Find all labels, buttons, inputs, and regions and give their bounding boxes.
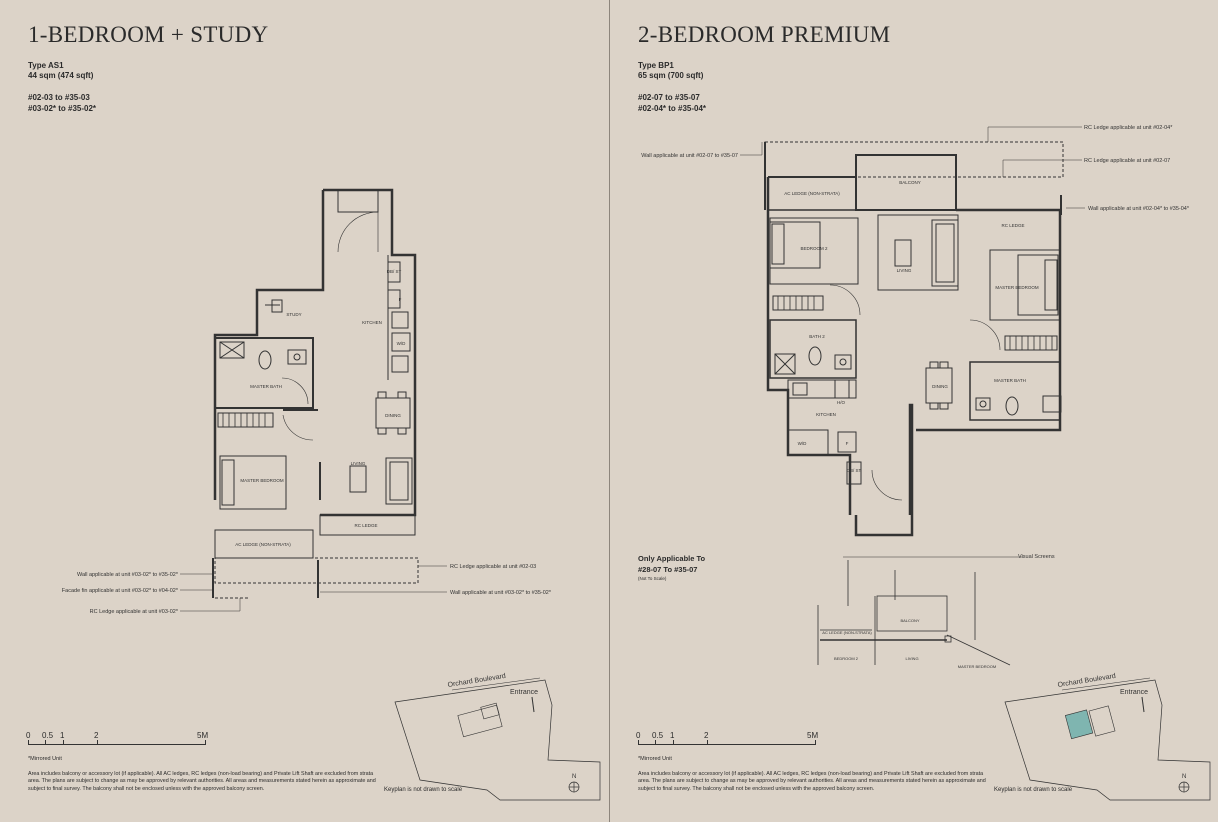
- unit-range: #02-07 to #35-07: [638, 93, 700, 102]
- floor-plan: STUDY KITCHEN DB/ ST F W/D MASTER BATH D…: [62, 188, 601, 801]
- room-label: W/D: [798, 441, 807, 446]
- type-name: Type AS1: [28, 61, 64, 70]
- unit-range: #02-04* to #35-04*: [638, 104, 707, 113]
- room-label: F: [846, 441, 849, 446]
- scale-line: [638, 744, 816, 745]
- room-label: AC LEDGE (NON-STRATA): [784, 191, 840, 196]
- room-label: MASTER BEDROOM: [240, 478, 284, 483]
- north-label: N: [1182, 774, 1186, 780]
- callout-text: Facade fin applicable at unit #03-02* to…: [62, 588, 179, 594]
- unit-type: Type AS1 44 sqm (474 sqft): [28, 61, 93, 81]
- room-label: RC LEDGE: [1001, 223, 1024, 228]
- section-label: MASTER BEDROOM: [958, 664, 996, 669]
- scale-line: [28, 744, 206, 745]
- room-label: MASTER BATH: [250, 384, 282, 389]
- room-label: W/D: [397, 341, 406, 346]
- callout-text: Wall applicable at unit #03-02* to #35-0…: [77, 572, 179, 578]
- page-title: 1-BEDROOM + STUDY: [28, 22, 269, 47]
- room-label: AC LEDGE (NON-STRATA): [235, 542, 291, 547]
- room-label: BEDROOM 2: [800, 246, 828, 251]
- room-label: BALCONY: [899, 180, 921, 185]
- callout-text: Wall applicable at unit #02-04* to #35-0…: [1088, 206, 1190, 212]
- scale-label: 0: [636, 731, 641, 740]
- section-label: AC LEDGE (NON-STRATA): [822, 630, 872, 635]
- room-label: MASTER BATH: [994, 378, 1026, 383]
- mirrored-note: *Mirrored Unit: [638, 756, 672, 762]
- unit-range: #02-03 to #35-03: [28, 93, 90, 102]
- keyplan-note: Keyplan is not drawn to scale: [994, 787, 1073, 793]
- room-label: BATH 2: [809, 334, 825, 339]
- keyplan: Orchard Boulevard Entrance N: [394, 673, 601, 801]
- scale-label: 2: [704, 731, 709, 740]
- page-title: 2-BEDROOM PREMIUM: [638, 22, 891, 47]
- room-label: DINING: [385, 413, 401, 418]
- scale-label: 0: [26, 731, 31, 740]
- room-label: RC LEDGE: [354, 523, 377, 528]
- callout-text: RC Ledge applicable at unit #02-07: [1084, 158, 1170, 164]
- callout-text: Wall applicable at unit #03-02* to #35-0…: [450, 590, 552, 596]
- legal-note: Area includes balcony or accessory lot (…: [638, 771, 986, 792]
- room-label: DINING: [932, 384, 948, 389]
- type-area: 65 sqm (700 sqft): [638, 71, 704, 80]
- section-label: BEDROOM 2: [834, 656, 859, 661]
- keyplan: Orchard Boulevard Entrance N: [1004, 673, 1211, 801]
- callout-text: Wall applicable at unit #02-07 to #35-07: [641, 153, 738, 159]
- room-label: F: [399, 297, 402, 302]
- callout-text: RC Ledge applicable at unit #02-04*: [1084, 125, 1173, 131]
- north-label: N: [572, 774, 576, 780]
- keyplan-entrance: Entrance: [1120, 689, 1148, 696]
- floor-plan: BALCONY AC LEDGE (NON-STRATA) BEDROOM 2 …: [641, 125, 1211, 801]
- type-name: Type BP1: [638, 61, 674, 70]
- room-label: H/O: [837, 400, 846, 405]
- room-label: DB/ ST: [847, 468, 862, 473]
- unit-list: #02-07 to #35-07 #02-04* to #35-04*: [638, 92, 706, 114]
- applicable-line: Only Applicable To: [638, 554, 706, 563]
- scale-label: 2: [94, 731, 99, 740]
- not-to-scale: (Not To Scale): [638, 576, 667, 581]
- mirrored-note: *Mirrored Unit: [28, 756, 62, 762]
- visual-screens-label: Visual Screens: [1018, 554, 1055, 560]
- applicable-note: Only Applicable To #28-07 To #35-07: [638, 553, 705, 575]
- room-label: LIVING: [351, 461, 366, 466]
- unit-range: #03-02* to #35-02*: [28, 104, 97, 113]
- room-label: DB/ ST: [387, 269, 402, 274]
- type-area: 44 sqm (474 sqft): [28, 71, 94, 80]
- room-label: LIVING: [897, 268, 912, 273]
- keyplan-entrance: Entrance: [510, 689, 538, 696]
- left-page: 1-BEDROOM + STUDY Type AS1 44 sqm (474 s…: [26, 22, 601, 801]
- scale-label: 0.5: [42, 731, 54, 740]
- callout-text: RC Ledge applicable at unit #02-03: [450, 564, 536, 570]
- applicable-line: #28-07 To #35-07: [638, 565, 698, 574]
- unit-type: Type BP1 65 sqm (700 sqft): [638, 61, 703, 81]
- legal-note: Area includes balcony or accessory lot (…: [28, 771, 376, 792]
- room-label: MASTER BEDROOM: [995, 285, 1039, 290]
- room-label: STUDY: [286, 312, 301, 317]
- scale-label: 5M: [807, 731, 819, 740]
- callout-text: RC Ledge applicable at unit #03-02*: [90, 609, 179, 615]
- scale-label: 5M: [197, 731, 209, 740]
- right-page: 2-BEDROOM PREMIUM Type BP1 65 sqm (700 s…: [609, 0, 1218, 822]
- unit-list: #02-03 to #35-03 #03-02* to #35-02*: [28, 92, 96, 114]
- room-label: KITCHEN: [816, 412, 836, 417]
- keyplan-note: Keyplan is not drawn to scale: [384, 787, 463, 793]
- section-label: LIVING: [905, 656, 918, 661]
- scale-label: 0.5: [652, 731, 664, 740]
- room-label: KITCHEN: [362, 320, 382, 325]
- scale-label: 1: [670, 731, 675, 740]
- scale-label: 1: [60, 731, 65, 740]
- section-label: BALCONY: [900, 618, 919, 623]
